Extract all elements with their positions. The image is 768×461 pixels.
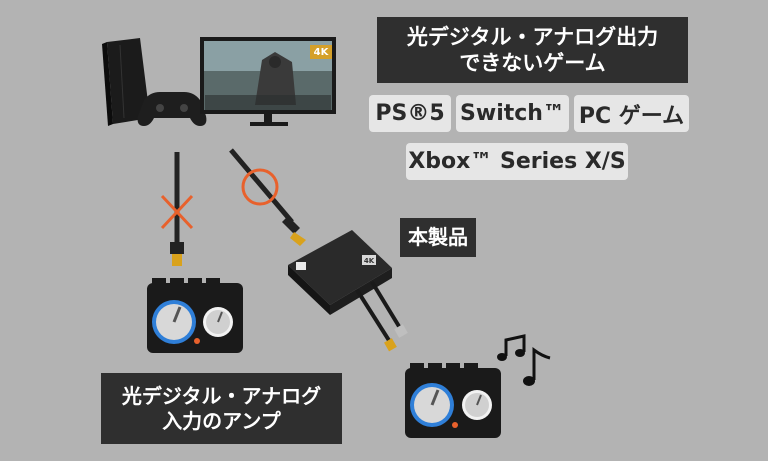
no-output-line2: できないゲーム xyxy=(459,51,606,75)
monitor-4k-badge: 4K xyxy=(310,45,332,59)
platform-ps5: PS®5 xyxy=(369,95,451,132)
hdmi-cable-to-device xyxy=(229,148,306,246)
amp-label: 光デジタル・アナログ 入力のアンプ xyxy=(101,373,342,444)
device-4k-badge: 4K xyxy=(363,256,375,265)
platform-switch: Switch™ xyxy=(456,95,569,132)
circle-mark xyxy=(241,168,279,206)
cross-mark xyxy=(160,194,194,230)
circle-mark-text: ○ xyxy=(243,170,277,204)
output-cables xyxy=(355,280,408,352)
product-device-icon xyxy=(288,230,392,315)
no-output-games-label: 光デジタル・アナログ出力 できないゲーム xyxy=(377,17,688,83)
cross-mark-text: × xyxy=(160,192,194,230)
product-label: 本製品 xyxy=(400,218,476,257)
amp-line2: 入力のアンプ xyxy=(162,408,281,433)
no-output-line1: 光デジタル・アナログ出力 xyxy=(406,24,659,49)
hdmi-cable-no-output xyxy=(170,152,184,266)
game-controller-icon xyxy=(137,92,207,126)
platform-pc-game: PC ゲーム xyxy=(574,95,689,132)
amp-line1: 光デジタル・アナログ xyxy=(121,383,322,408)
game-console-icon xyxy=(102,38,150,126)
platform-xbox: Xbox™ Series X/S xyxy=(406,143,628,180)
amp-right-icon xyxy=(405,363,501,438)
music-notes-icon xyxy=(497,334,551,386)
amp-left-icon xyxy=(147,278,243,353)
